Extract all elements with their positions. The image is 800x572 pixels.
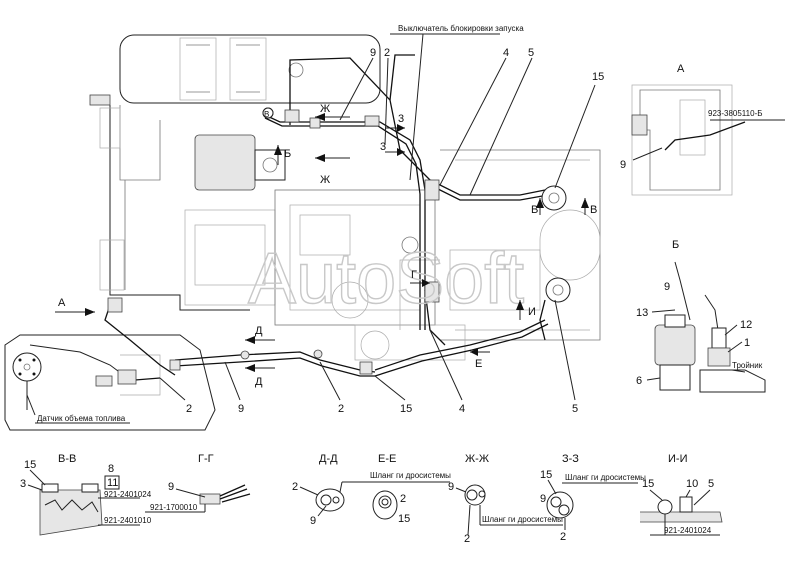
callout-4-bot: 4 xyxy=(459,403,465,415)
view-b-callout-9: 9 xyxy=(664,281,670,293)
wiring-harness xyxy=(29,54,549,381)
marker-d-bot: Д xyxy=(255,376,263,388)
tractor-frame-outline xyxy=(4,34,601,431)
section-ee: Е-Е Шланг ги дросистемы 2 15 xyxy=(339,453,451,525)
callout-9-top: 9 xyxy=(370,47,376,59)
callout-2-bot2: 2 xyxy=(338,403,344,415)
fuel-volume-sensor xyxy=(12,352,42,382)
ii-part-921-2401024: 921-2401024 xyxy=(664,526,712,535)
zz-callout-2: 2 xyxy=(560,531,566,543)
section-dd: Д-Д 2 9 xyxy=(292,453,345,527)
vv-callout-3: 3 xyxy=(20,478,26,490)
section-zhzh-title: Ж-Ж xyxy=(465,453,489,465)
vv-callout-8: 8 xyxy=(108,463,114,475)
zz-callout-9: 9 xyxy=(540,493,546,505)
section-gg: Г-Г 9 921-1700010 xyxy=(145,453,251,513)
section-zz: З-З 15 Шланг ги дросистемы 9 2 xyxy=(540,453,646,543)
zz-callout-15: 15 xyxy=(540,469,552,481)
marker-a: А xyxy=(58,297,66,309)
vv-body xyxy=(39,489,103,536)
view-b-callout-12: 12 xyxy=(740,319,752,331)
marker-d-top: Д xyxy=(255,325,263,337)
zhzh-hose-label: Шланг ги дросистемы xyxy=(482,515,563,524)
marker-g: Г xyxy=(411,269,417,281)
switch-label: Выключатель блокировки запуска xyxy=(398,24,524,33)
gg-callout-9: 9 xyxy=(168,481,174,493)
callout-2-bot1: 2 xyxy=(186,403,192,415)
ii-callout-15: 15 xyxy=(642,478,654,490)
vv-callout-15: 15 xyxy=(24,459,36,471)
view-b-callout-6: 6 xyxy=(636,375,642,387)
ii-callout-10: 10 xyxy=(686,478,698,490)
view-b-title: Б xyxy=(672,239,679,251)
section-ee-title: Е-Е xyxy=(378,453,396,465)
callout-15-bot: 15 xyxy=(400,403,412,415)
dd-callout-2: 2 xyxy=(292,481,298,493)
marker-v-left: В xyxy=(531,204,538,216)
zhzh-callout-9: 9 xyxy=(448,481,454,493)
section-vv: В-В 15 8 3 11 921-2401024 921-2401010 xyxy=(20,453,152,536)
callout-3-a: 3 xyxy=(398,113,404,125)
marker-b-small: Б xyxy=(284,148,291,160)
view-b-body xyxy=(654,324,696,366)
ee-hose-label: Шланг ги дросистемы xyxy=(370,471,451,480)
ee-callout-15: 15 xyxy=(398,513,410,525)
section-ii: И-И 15 10 5 921-2401024 xyxy=(640,453,723,536)
marker-e: Е xyxy=(475,358,482,370)
vv-part-921-2401010: 921-2401010 xyxy=(104,516,152,525)
dd-callout-9: 9 xyxy=(310,515,316,527)
vv-callout-11: 11 xyxy=(107,477,118,489)
section-zz-title: З-З xyxy=(562,453,579,465)
callout-3-b: 3 xyxy=(380,141,386,153)
view-b-callout-13: 13 xyxy=(636,307,648,319)
sensor-b xyxy=(541,185,567,211)
section-gg-title: Г-Г xyxy=(198,453,214,465)
section-arrows xyxy=(55,113,589,372)
view-a-title: А xyxy=(677,63,685,75)
gg-part-921-1700010: 921-1700010 xyxy=(150,503,198,512)
view-b: Б 9 13 12 1 6 Тройник xyxy=(636,239,766,393)
callout-4-top: 4 xyxy=(503,47,509,59)
ee-callout-2: 2 xyxy=(400,493,406,505)
view-b-callout-1: 1 xyxy=(744,337,750,349)
zhzh-callout-2: 2 xyxy=(464,533,470,545)
section-dd-title: Д-Д xyxy=(319,453,338,465)
marker-v-right: В xyxy=(590,204,597,216)
leader-lines xyxy=(26,33,596,416)
view-a: А 923-3805110-Б 9 xyxy=(620,63,785,196)
section-zhzh: Ж-Ж 9 2 Шланг ги дросистемы xyxy=(448,453,563,545)
part-923: 923-3805110-Б xyxy=(708,109,762,118)
callout-15-top: 15 xyxy=(592,71,604,83)
fuel-sensor-label: Датчик объема топлива xyxy=(37,414,126,423)
watermark-text: AutoSoft xyxy=(248,239,524,319)
zz-hose-label: Шланг ги дросистемы xyxy=(565,473,646,482)
marker-zh-bot: Ж xyxy=(320,174,330,186)
marker-circle-v: В xyxy=(264,110,269,119)
vv-part-921-2401024: 921-2401024 xyxy=(104,490,152,499)
callout-5-bot: 5 xyxy=(572,403,578,415)
view-a-callout-9: 9 xyxy=(620,159,626,171)
marker-zh-top: Ж xyxy=(320,103,330,115)
ii-callout-5: 5 xyxy=(708,478,714,490)
fittings xyxy=(89,94,571,387)
marker-i: И xyxy=(528,306,536,318)
air-tank xyxy=(119,34,381,104)
sensor-i xyxy=(545,277,571,303)
hydraulic-pump xyxy=(194,134,256,191)
section-vv-title: В-В xyxy=(58,453,76,465)
section-ii-title: И-И xyxy=(668,453,687,465)
callout-5-top: 5 xyxy=(528,47,534,59)
callout-9-bot: 9 xyxy=(238,403,244,415)
callout-2-top: 2 xyxy=(384,47,390,59)
tee-label: Тройник xyxy=(732,361,763,370)
tee-fitting xyxy=(699,369,766,393)
